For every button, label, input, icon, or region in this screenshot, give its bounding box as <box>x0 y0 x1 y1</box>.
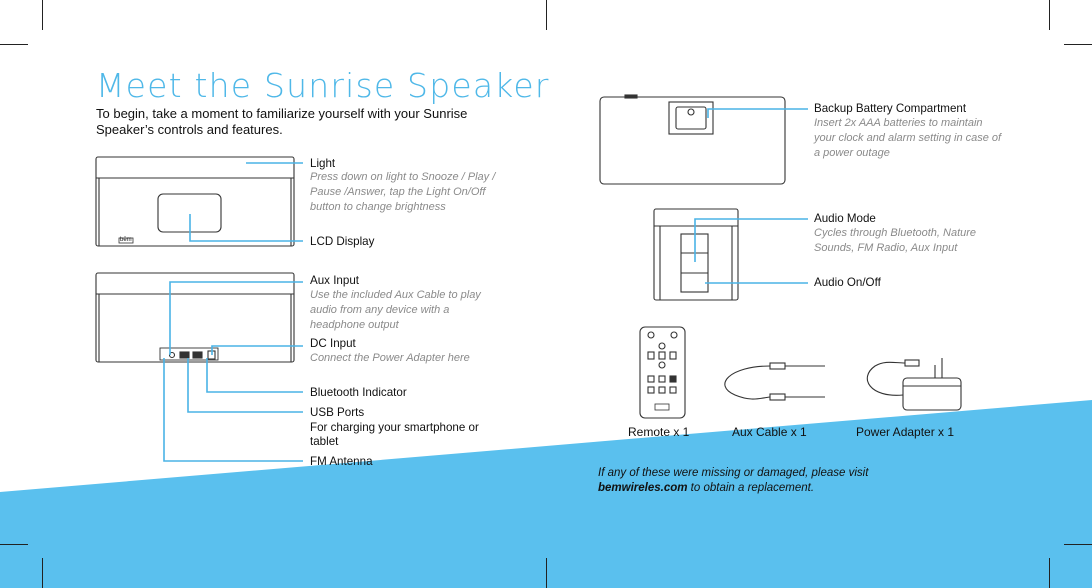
website-link[interactable]: bemwireles.com <box>598 482 688 494</box>
footnote-line1: If any of these were missing or damaged,… <box>598 467 869 479</box>
crop-mark <box>1049 558 1050 588</box>
audio-mode-label: Audio Mode <box>814 212 876 225</box>
crop-mark <box>1064 44 1092 45</box>
crop-mark <box>0 544 28 545</box>
crop-mark <box>546 0 547 30</box>
power-adapter-caption: Power Adapter x 1 <box>856 425 955 439</box>
crop-mark <box>1049 0 1050 30</box>
speaker-side-illustration <box>653 208 739 301</box>
dc-description: Connect the Power Adapter here <box>310 352 470 364</box>
audio-onoff-label: Audio On/Off <box>814 276 881 289</box>
dc-label: DC Input <box>310 337 356 350</box>
crop-mark <box>546 558 547 588</box>
light-label: Light <box>310 157 336 170</box>
lcd-label: LCD Display <box>310 235 375 248</box>
aux-label: Aux Input <box>310 274 359 287</box>
remote-illustration <box>639 326 686 419</box>
audio-mode-description: Cycles through Bluetooth, Nature Sounds,… <box>814 227 977 254</box>
fm-label: FM Antenna <box>310 455 373 468</box>
callout-battery <box>707 108 808 118</box>
power-adapter-illustration <box>866 358 962 411</box>
speaker-front-illustration <box>95 156 295 247</box>
callout-bt <box>206 358 303 393</box>
battery-description: Insert 2x AAA batteries to maintain your… <box>814 117 1002 159</box>
speaker-bottom-illustration <box>599 94 786 185</box>
crop-mark <box>1064 544 1092 545</box>
bt-label: Bluetooth Indicator <box>310 386 407 399</box>
speaker-back-illustration <box>95 272 295 363</box>
intro-text: To begin, take a moment to familiarize y… <box>96 106 468 137</box>
footnote: If any of these were missing or damaged,… <box>598 466 958 496</box>
aux-cable-caption: Aux Cable x 1 <box>732 425 807 439</box>
callout-usb <box>187 358 303 413</box>
usb-description: For charging your smartphone or tablet <box>310 421 479 448</box>
callout-fm <box>163 358 303 462</box>
crop-mark <box>42 558 43 588</box>
battery-label: Backup Battery Compartment <box>814 102 967 115</box>
usb-label: USB Ports <box>310 406 365 419</box>
footnote-line2: to obtain a replacement. <box>687 482 815 494</box>
callout-aux <box>169 281 303 355</box>
remote-caption: Remote x 1 <box>628 425 690 439</box>
page-title: Meet the Sunrise Speaker <box>96 66 550 105</box>
light-description: Press down on light to Snooze / Play / P… <box>310 171 496 213</box>
crop-mark <box>42 0 43 30</box>
callout-lcd <box>189 214 303 242</box>
crop-mark <box>0 44 28 45</box>
callout-audio-mode <box>694 218 808 262</box>
aux-description: Use the included Aux Cable to play audio… <box>310 289 481 331</box>
aux-cable-illustration <box>724 362 825 401</box>
bem-logo: bēm <box>120 237 132 243</box>
callout-dc <box>211 345 303 355</box>
